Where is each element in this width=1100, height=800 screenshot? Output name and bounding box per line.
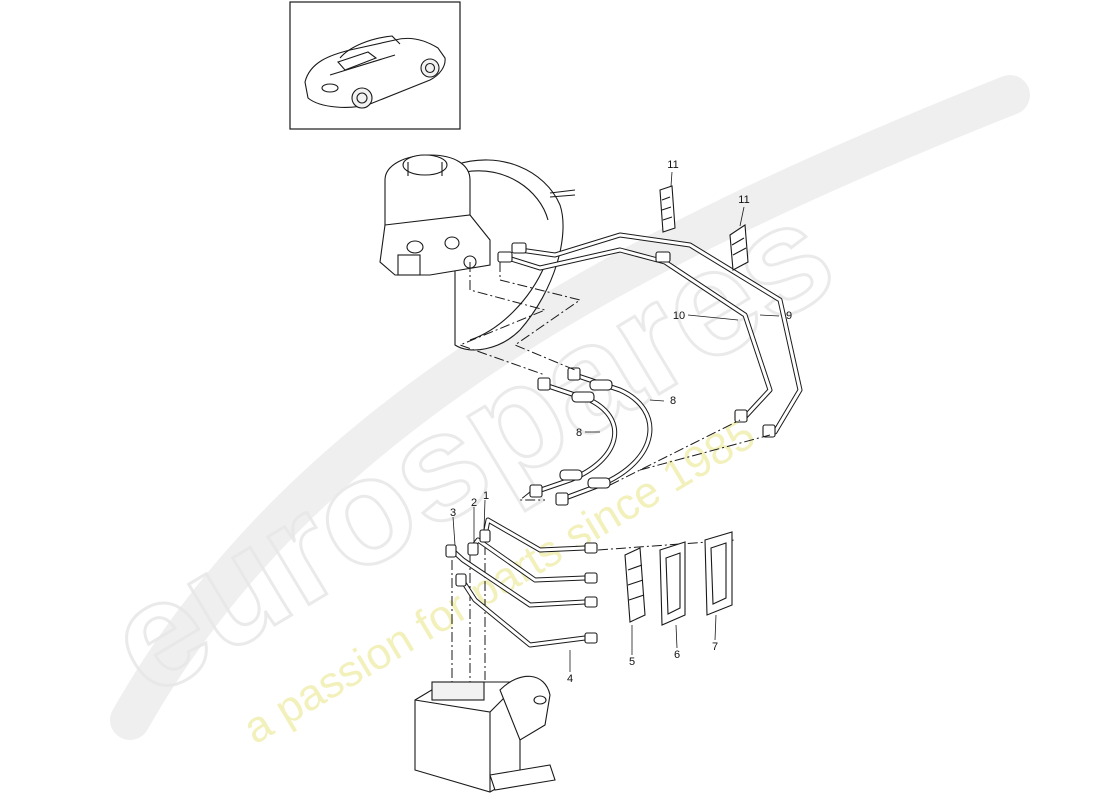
callout-8-lower: 8 (576, 427, 582, 439)
fluid-reservoir (384, 154, 471, 226)
watermark-swoosh (110, 75, 1030, 740)
callout-10: 10 (673, 310, 685, 322)
callout-11-upper: 11 (667, 159, 678, 171)
callout-9: 9 (786, 310, 792, 322)
callout-8-upper: 8 (670, 395, 676, 407)
gasket-7 (704, 531, 733, 616)
connection-lines (451, 262, 771, 700)
callouts: 1 2 3 4 5 6 7 8 8 9 10 11 11 (450, 159, 792, 685)
clip-11-upper (659, 185, 676, 233)
callout-5: 5 (629, 656, 635, 668)
callout-11-lower: 11 (738, 194, 749, 206)
car-convertible-icon (304, 35, 446, 109)
callout-6: 6 (674, 649, 680, 661)
callout-4: 4 (567, 673, 573, 685)
brake-pipes-1-4 (445, 517, 598, 648)
reservoir-cap (402, 154, 448, 176)
callout-3: 3 (450, 507, 456, 519)
abs-hydraulic-unit (414, 675, 556, 793)
brake-lines-9-10 (497, 232, 803, 438)
clip-11-lower (729, 224, 749, 271)
brake-hoses-8 (529, 367, 653, 506)
leader-lines (452, 171, 780, 672)
callout-7: 7 (712, 641, 718, 653)
vehicle-thumbnail (289, 1, 461, 130)
callout-1: 1 (483, 490, 489, 502)
callout-2: 2 (471, 497, 477, 509)
gasket-6 (659, 541, 686, 626)
bracket-5 (624, 547, 646, 623)
